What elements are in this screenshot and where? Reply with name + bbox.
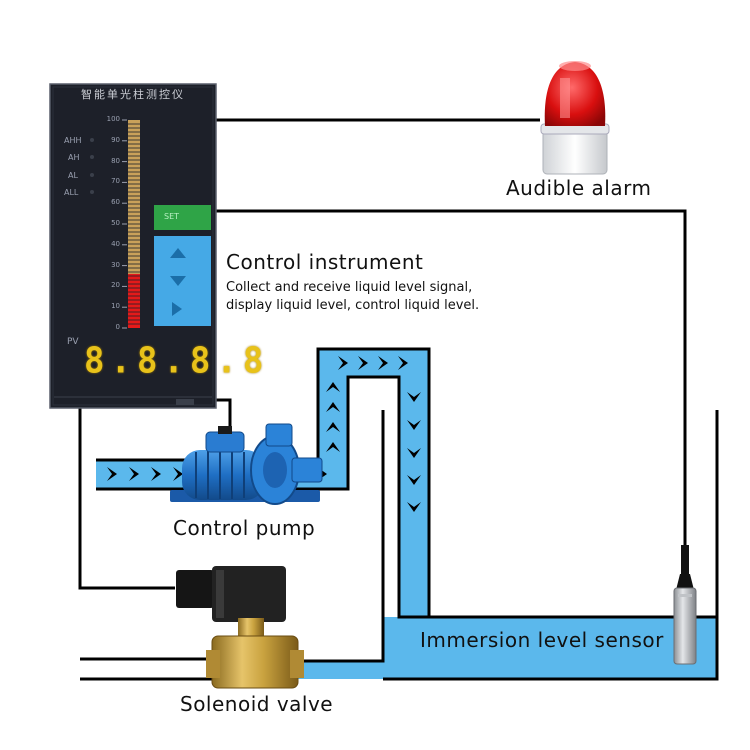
bargraph-tick-label: 80 xyxy=(111,156,120,165)
return-line xyxy=(296,410,385,663)
control-pump xyxy=(170,423,323,505)
label-control-instrument: Control instrument xyxy=(226,250,424,274)
label-instrument-description: Collect and receive liquid level signal,… xyxy=(226,280,480,313)
indicator-al: AL xyxy=(68,171,78,180)
bargraph-tick-label: 0 xyxy=(115,323,120,331)
bargraph-fill xyxy=(128,273,140,328)
drop-arrows xyxy=(407,392,421,512)
indicator-all: ALL xyxy=(64,188,79,197)
bargraph-tick-label: 40 xyxy=(111,239,120,248)
label-immersion-level-sensor: Immersion level sensor xyxy=(420,628,664,652)
bargraph-tick-label: 50 xyxy=(111,219,120,227)
bargraph-tick-label: 10 xyxy=(111,302,120,311)
label-solenoid-valve: Solenoid valve xyxy=(180,692,334,716)
indicator-ah: AH xyxy=(68,153,80,162)
wire-to-valve xyxy=(78,405,175,590)
riser-arrows xyxy=(326,382,340,452)
down-key-icon xyxy=(170,276,186,286)
indicator-ahh: AHH xyxy=(64,136,82,145)
tank-water xyxy=(383,617,717,679)
up-key-icon xyxy=(170,248,186,258)
bargraph-tick-label: 60 xyxy=(111,198,120,207)
solenoid-valve xyxy=(176,566,304,689)
pv-label: PV xyxy=(67,337,79,347)
right-key-icon xyxy=(172,302,182,316)
label-control-pump: Control pump xyxy=(173,516,316,540)
level-bargraph xyxy=(122,119,140,329)
drop-pipe xyxy=(399,366,429,618)
set-key-label: SET xyxy=(164,212,180,221)
top-arrows xyxy=(338,356,408,370)
instrument-model-title: 智能单光柱测控仪 xyxy=(81,88,185,101)
instrument-digital-display: 8.8.8.8 xyxy=(84,340,270,382)
wire-to-sensor xyxy=(216,209,687,560)
bargraph-tick-label: 100 xyxy=(106,115,120,123)
bargraph-tick-label: 20 xyxy=(111,281,120,290)
label-audible-alarm: Audible alarm xyxy=(506,176,652,200)
key-panel xyxy=(154,236,211,326)
bargraph-tick-label: 90 xyxy=(111,135,120,144)
bargraph-tick-label: 70 xyxy=(111,177,120,186)
valve-outlet-water xyxy=(296,661,386,679)
audible-alarm xyxy=(540,61,610,175)
control-instrument xyxy=(49,83,217,409)
set-key xyxy=(154,205,211,230)
bargraph-tick-label: 30 xyxy=(111,260,120,269)
immersion-level-sensor xyxy=(673,545,697,665)
